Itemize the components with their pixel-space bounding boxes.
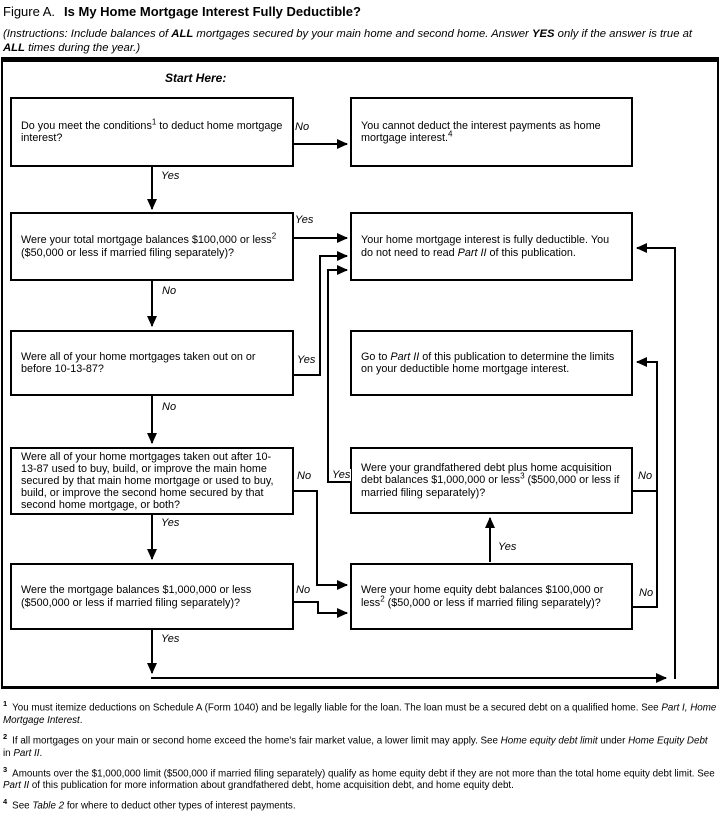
result-goto-part2-box: Go to Part II of this publication to det… (350, 330, 633, 396)
footnote-2-text: If all mortgages on your main or second … (3, 735, 708, 759)
edge-label-homeequity-no: No (638, 587, 655, 599)
edge-label-after87-no: No (296, 470, 313, 482)
result-fully-deductible-box: Your home mortgage interest is fully ded… (350, 212, 633, 281)
question-conditions-text: Do you meet the conditions1 to deduct ho… (21, 117, 283, 145)
edge-label-before87-yes: Yes (296, 354, 317, 366)
edge-label-1m-yes: Yes (160, 633, 181, 645)
result-cannot-deduct-text: You cannot deduct the interest payments … (361, 119, 601, 144)
edge-label-grandfathered-no: No (637, 470, 654, 482)
question-before-101387-text: Were all of your home mortgages taken ou… (21, 350, 256, 375)
result-cannot-deduct-box: You cannot deduct the interest payments … (350, 97, 633, 167)
edge-label-1m-no: No (295, 584, 312, 596)
footnote-3-text: Amounts over the $1,000,000 limit ($500,… (3, 767, 715, 792)
edge-label-100k-no: No (161, 285, 178, 297)
edge-label-conditions-no: No (294, 121, 311, 133)
edge-label-after87-yes: Yes (160, 517, 181, 529)
question-total-balances-100k-box: Were your total mortgage balances $100,0… (10, 212, 294, 281)
edge-label-grandfathered-yes: Yes (331, 469, 352, 481)
footnote-1-marker: 1 (3, 699, 8, 708)
question-home-equity-text: Were your home equity debt balances $100… (361, 584, 604, 609)
edge-label-homeequity-yes: Yes (497, 541, 518, 553)
question-balances-1m-box: Were the mortgage balances $1,000,000 or… (10, 563, 294, 630)
instructions-text: (Instructions: Include balances of ALL m… (3, 28, 693, 54)
result-goto-part2-text: Go to Part II of this publication to det… (361, 350, 615, 375)
result-fully-deductible-text: Your home mortgage interest is fully ded… (361, 234, 610, 259)
footnote-4: 4 See Table 2 for where to deduct other t… (3, 796, 717, 813)
footnote-1-text: You must itemize deductions on Schedule … (3, 702, 717, 726)
figure-title: Figure A. Is My Home Mortgage Interest Fu… (3, 4, 361, 19)
footnote-2-marker: 2 (3, 731, 8, 741)
edge-label-conditions-yes: Yes (160, 170, 181, 182)
edge-label-100k-yes: Yes (294, 214, 315, 226)
question-balances-1m-text: Were the mortgage balances $1,000,000 or… (21, 584, 252, 609)
page-title: Is My Home Mortgage Interest Fully Deduc… (64, 4, 361, 19)
question-after-101387-text: Were all of your home mortgages taken ou… (21, 450, 274, 512)
question-total-balances-100k-text: Were your total mortgage balances $100,0… (21, 231, 277, 259)
question-after-101387-box: Were all of your home mortgages taken ou… (10, 447, 294, 515)
footnote-4-text: See Table 2 for where to deduct other ty… (12, 800, 296, 812)
question-before-101387-box: Were all of your home mortgages taken ou… (10, 330, 294, 396)
footnote-3-marker: 3 (3, 764, 8, 774)
question-grandfathered-debt-box: Were your grandfathered debt plus home a… (350, 447, 633, 514)
question-home-equity-box: Were your home equity debt balances $100… (350, 563, 633, 630)
footnote-4-marker: 4 (3, 797, 8, 807)
edge-label-before87-no: No (161, 401, 178, 413)
figure-label: Figure A. (3, 4, 56, 19)
question-conditions-box: Do you meet the conditions1 to deduct ho… (10, 97, 294, 167)
question-grandfathered-debt-text: Were your grandfathered debt plus home a… (361, 461, 620, 499)
start-here-label: Start Here: (165, 71, 227, 85)
